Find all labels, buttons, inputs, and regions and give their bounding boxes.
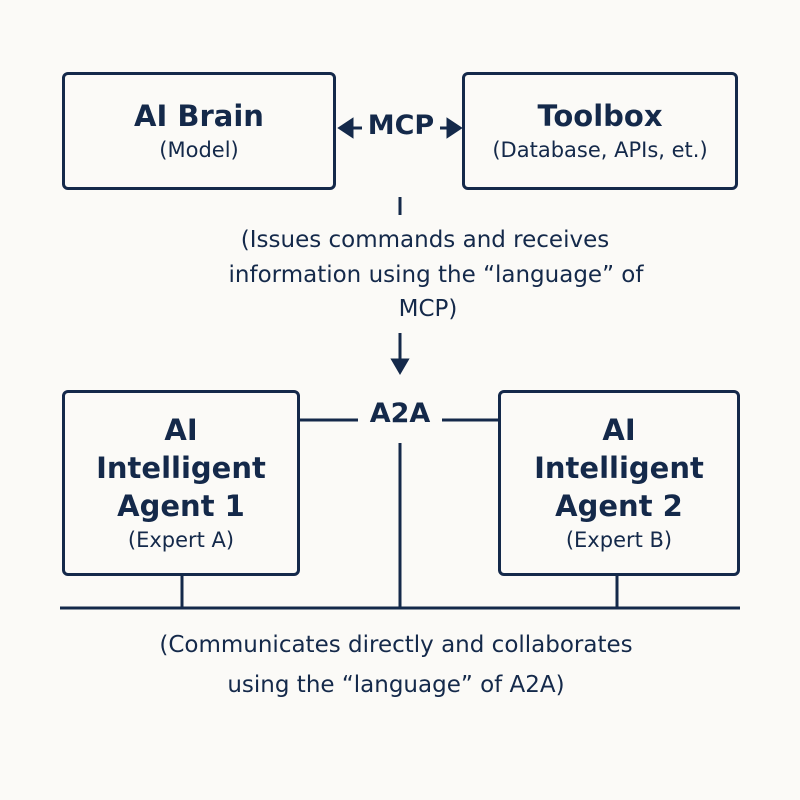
middle-note-line-1: (Issues commands and receives — [240, 227, 610, 253]
middle-note-line-3: MCP) — [398, 296, 458, 322]
toolbox-title: Toolbox — [537, 99, 663, 133]
ai-brain-title: AI Brain — [134, 99, 264, 133]
a2a-label: A2A — [369, 398, 431, 429]
bottom-note-line-1: (Communicates directly and collaborates — [159, 632, 633, 658]
mcp-arrow-right-head — [446, 117, 463, 139]
toolbox-box: Toolbox (Database, APIs, et.) — [462, 72, 738, 190]
mcp-label: MCP — [367, 110, 435, 141]
bottom-note-line-2: using the “language” of A2A) — [227, 672, 565, 698]
down-arrow-head — [390, 358, 410, 375]
mcp-arrow-left-head — [337, 117, 354, 139]
ai-brain-subtitle: (Model) — [159, 138, 239, 162]
agent2-title-1: AI — [602, 413, 636, 447]
agent1-subtitle: (Expert A) — [127, 528, 235, 552]
middle-note-line-2: information using the “language” of — [228, 262, 644, 288]
agent2-box: AI Intelligent Agent 2 (Expert B) — [498, 390, 740, 576]
agent2-subtitle: (Expert B) — [565, 528, 673, 552]
agent1-title-2: Intelligent — [96, 451, 266, 485]
agent2-title-3: Agent 2 — [555, 489, 683, 523]
agent1-box: AI Intelligent Agent 1 (Expert A) — [62, 390, 300, 576]
agent2-title-2: Intelligent — [534, 451, 704, 485]
agent1-title-1: AI — [164, 413, 198, 447]
ai-brain-box: AI Brain (Model) — [62, 72, 336, 190]
agent1-title-3: Agent 1 — [117, 489, 245, 523]
toolbox-subtitle: (Database, APIs, et.) — [492, 138, 708, 162]
